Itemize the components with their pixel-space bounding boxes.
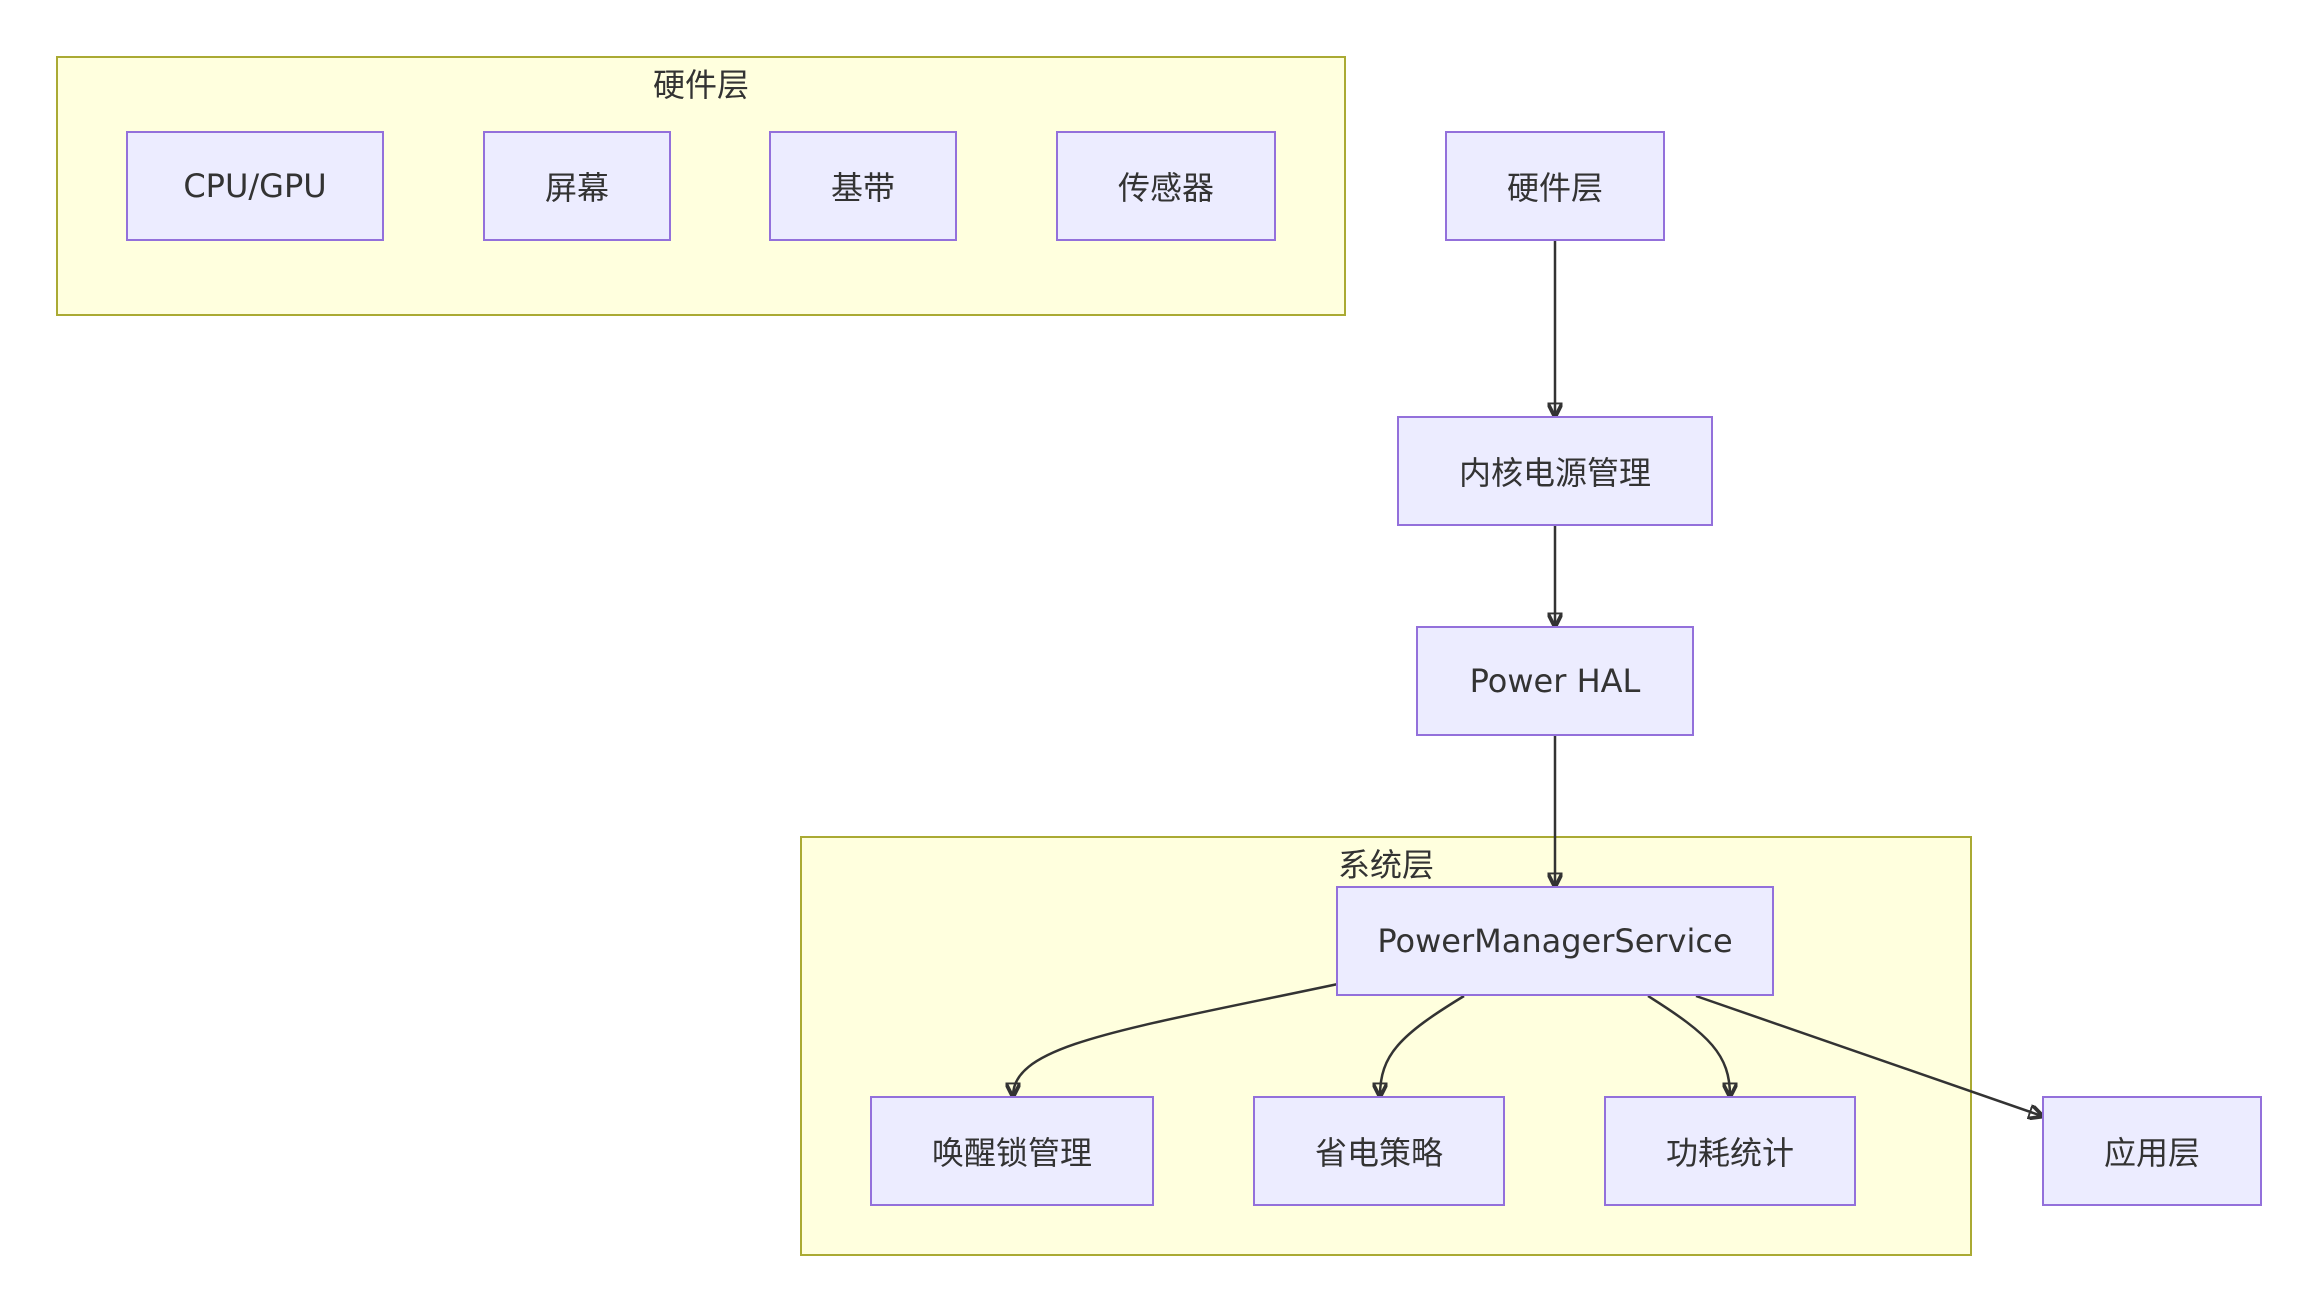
node-power-stats: 功耗统计 (1604, 1096, 1856, 1206)
edge-pms-to-app-layer (1695, 994, 2042, 1116)
node-baseband: 基带 (769, 131, 957, 241)
node-wakelock: 唤醒锁管理 (870, 1096, 1154, 1206)
node-power-manager-service: PowerManagerService (1336, 886, 1774, 996)
edge-pms-to-power-saving (1380, 994, 1465, 1096)
node-hardware-layer: 硬件层 (1445, 131, 1665, 241)
node-power-hal: Power HAL (1416, 626, 1694, 736)
node-cpu-gpu: CPU/GPU (126, 131, 384, 241)
node-kernel-power: 内核电源管理 (1397, 416, 1713, 526)
node-power-saving: 省电策略 (1253, 1096, 1505, 1206)
cluster-hardware-title: 硬件层 (652, 66, 749, 104)
node-sensor: 传感器 (1056, 131, 1276, 241)
edge-pms-to-power-stats (1647, 994, 1730, 1096)
cluster-system-title: 系统层 (1337, 846, 1434, 884)
node-screen: 屏幕 (483, 131, 671, 241)
edge-pms-to-wakelock (1013, 982, 1339, 1096)
node-app-layer: 应用层 (2042, 1096, 2262, 1206)
